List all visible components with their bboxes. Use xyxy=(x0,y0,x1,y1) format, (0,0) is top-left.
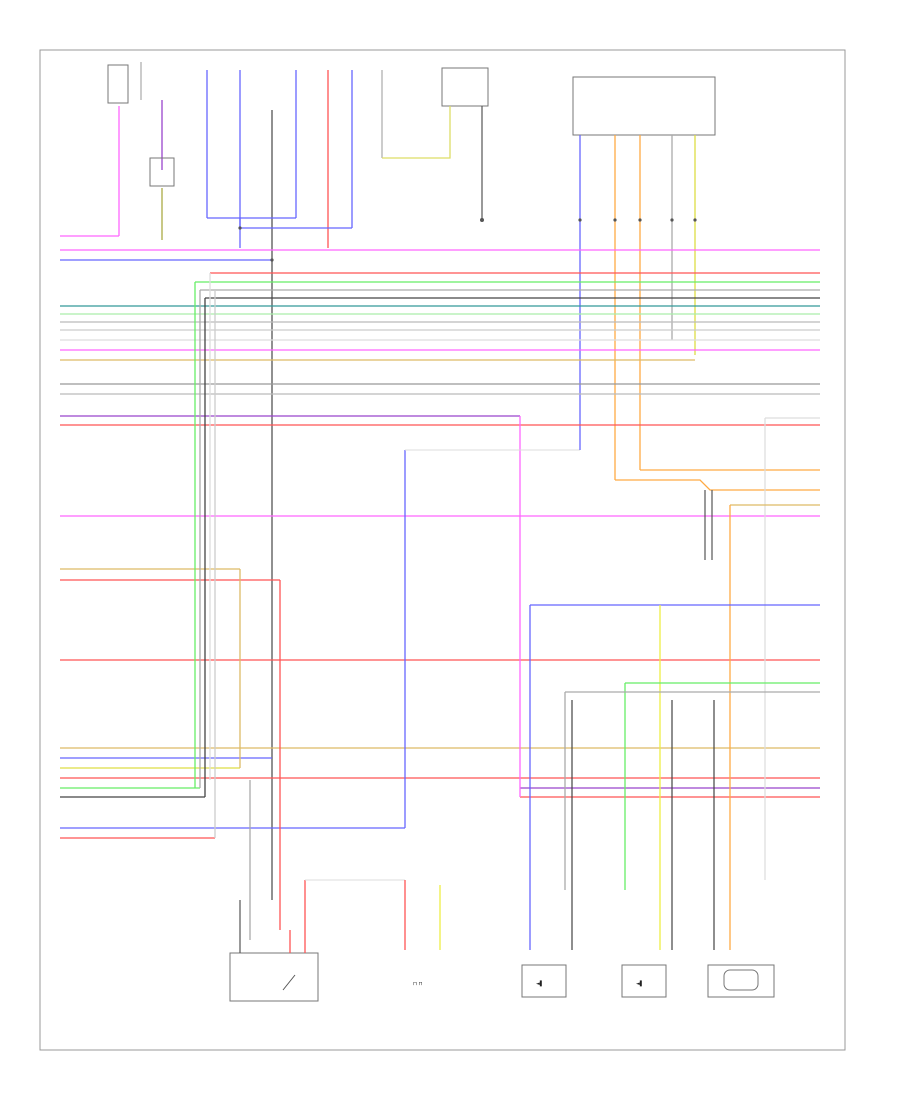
svg-text:◄▌: ◄▌ xyxy=(636,980,644,987)
fuse-block-component xyxy=(107,62,175,240)
fuse-taps xyxy=(206,70,353,900)
right-side-wires xyxy=(529,417,820,950)
left-vertical-wires xyxy=(194,273,581,940)
transmission-solenoid xyxy=(707,964,775,998)
speed-sensor-2: ◄▌ xyxy=(621,964,667,998)
svg-text:⊓ ⊓: ⊓ ⊓ xyxy=(413,981,422,987)
bottom-switch-component xyxy=(229,879,405,1002)
relay-component xyxy=(381,67,489,222)
diagram-frame xyxy=(39,49,846,1051)
speed-sensor-1: ◄▌ xyxy=(521,964,567,998)
control-module-box xyxy=(572,76,716,480)
svg-text:◄▌: ◄▌ xyxy=(536,980,544,987)
wire-bus xyxy=(60,235,820,839)
junction-dots xyxy=(238,218,697,262)
bottom-sensor-component: ⊓ ⊓ xyxy=(404,880,441,987)
